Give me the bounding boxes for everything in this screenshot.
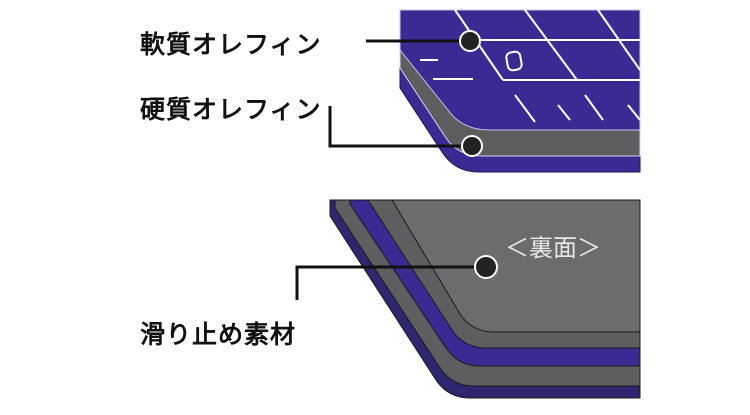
anti-slip-leader bbox=[295, 265, 484, 300]
soft-olefin-marker-dot bbox=[459, 30, 481, 52]
label-back-side: ＜裏面＞ bbox=[505, 234, 601, 262]
leader-lines bbox=[295, 39, 484, 300]
label-soft-olefin: 軟質オレフィン bbox=[140, 30, 322, 59]
bottom-board-illustration bbox=[329, 199, 641, 399]
label-anti-slip: 滑り止め素材 bbox=[140, 320, 297, 349]
back-face bbox=[391, 199, 641, 333]
hard-olefin-leader bbox=[328, 106, 470, 148]
label-hard-olefin: 硬質オレフィン bbox=[140, 95, 322, 124]
hard-olefin-marker-dot bbox=[461, 135, 483, 157]
anti-slip-marker-dot bbox=[474, 255, 498, 279]
top-board-illustration bbox=[399, 9, 641, 173]
